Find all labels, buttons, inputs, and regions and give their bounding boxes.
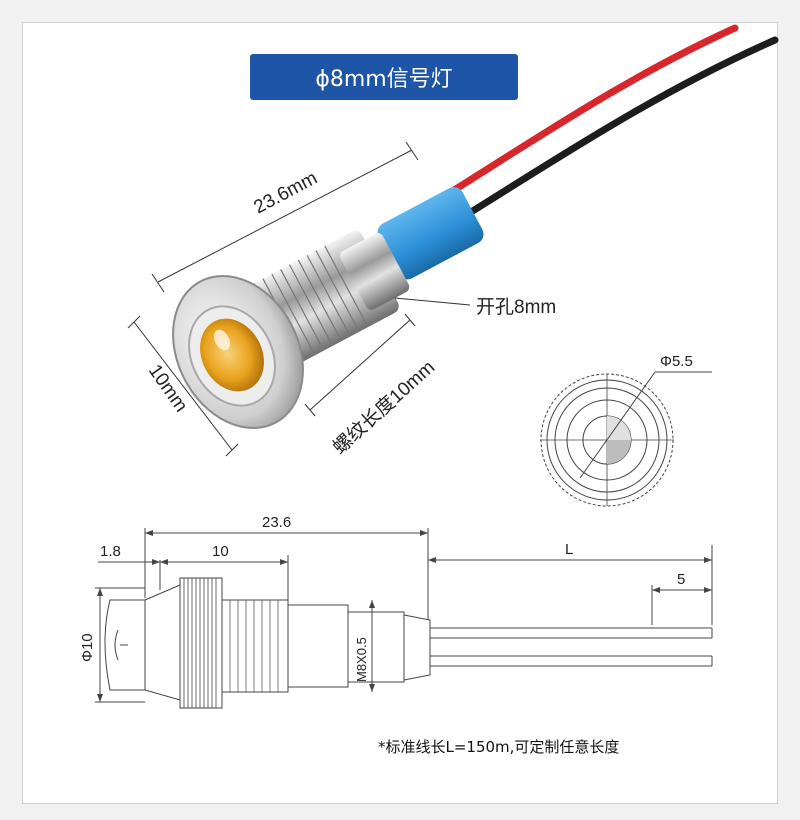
dim-body: 10 (212, 543, 229, 560)
label-thread-length: 螺纹长度10mm (329, 356, 439, 459)
end-view-drawing (540, 371, 712, 507)
label-hole-8mm: 开孔8mm (476, 296, 556, 318)
dimension-arrows (97, 530, 712, 702)
page-title: ϕ8mm信号灯 (315, 67, 453, 92)
dim-diameter: Φ10 (79, 633, 96, 662)
dim-thread: M8X0.5 (354, 637, 369, 682)
wires (426, 24, 779, 229)
dim-strip-length: 5 (677, 571, 685, 588)
end-view-diameter-label: Φ5.5 (660, 353, 693, 370)
label-length-23-6mm: 23.6mm (250, 168, 320, 219)
wire-length-note: *标准线长L=150m,可定制任意长度 (378, 738, 620, 756)
dim-wire-length: L (565, 541, 573, 558)
heat-shrink-sleeve (377, 187, 484, 280)
dim-overall-length: 23.6 (262, 514, 291, 531)
side-view-drawing (95, 528, 713, 709)
dim-flange: 1.8 (100, 543, 121, 560)
title-badge: ϕ8mm信号灯 (250, 54, 518, 100)
photo-dimension-lines (127, 141, 471, 457)
indicator-head (172, 274, 304, 430)
